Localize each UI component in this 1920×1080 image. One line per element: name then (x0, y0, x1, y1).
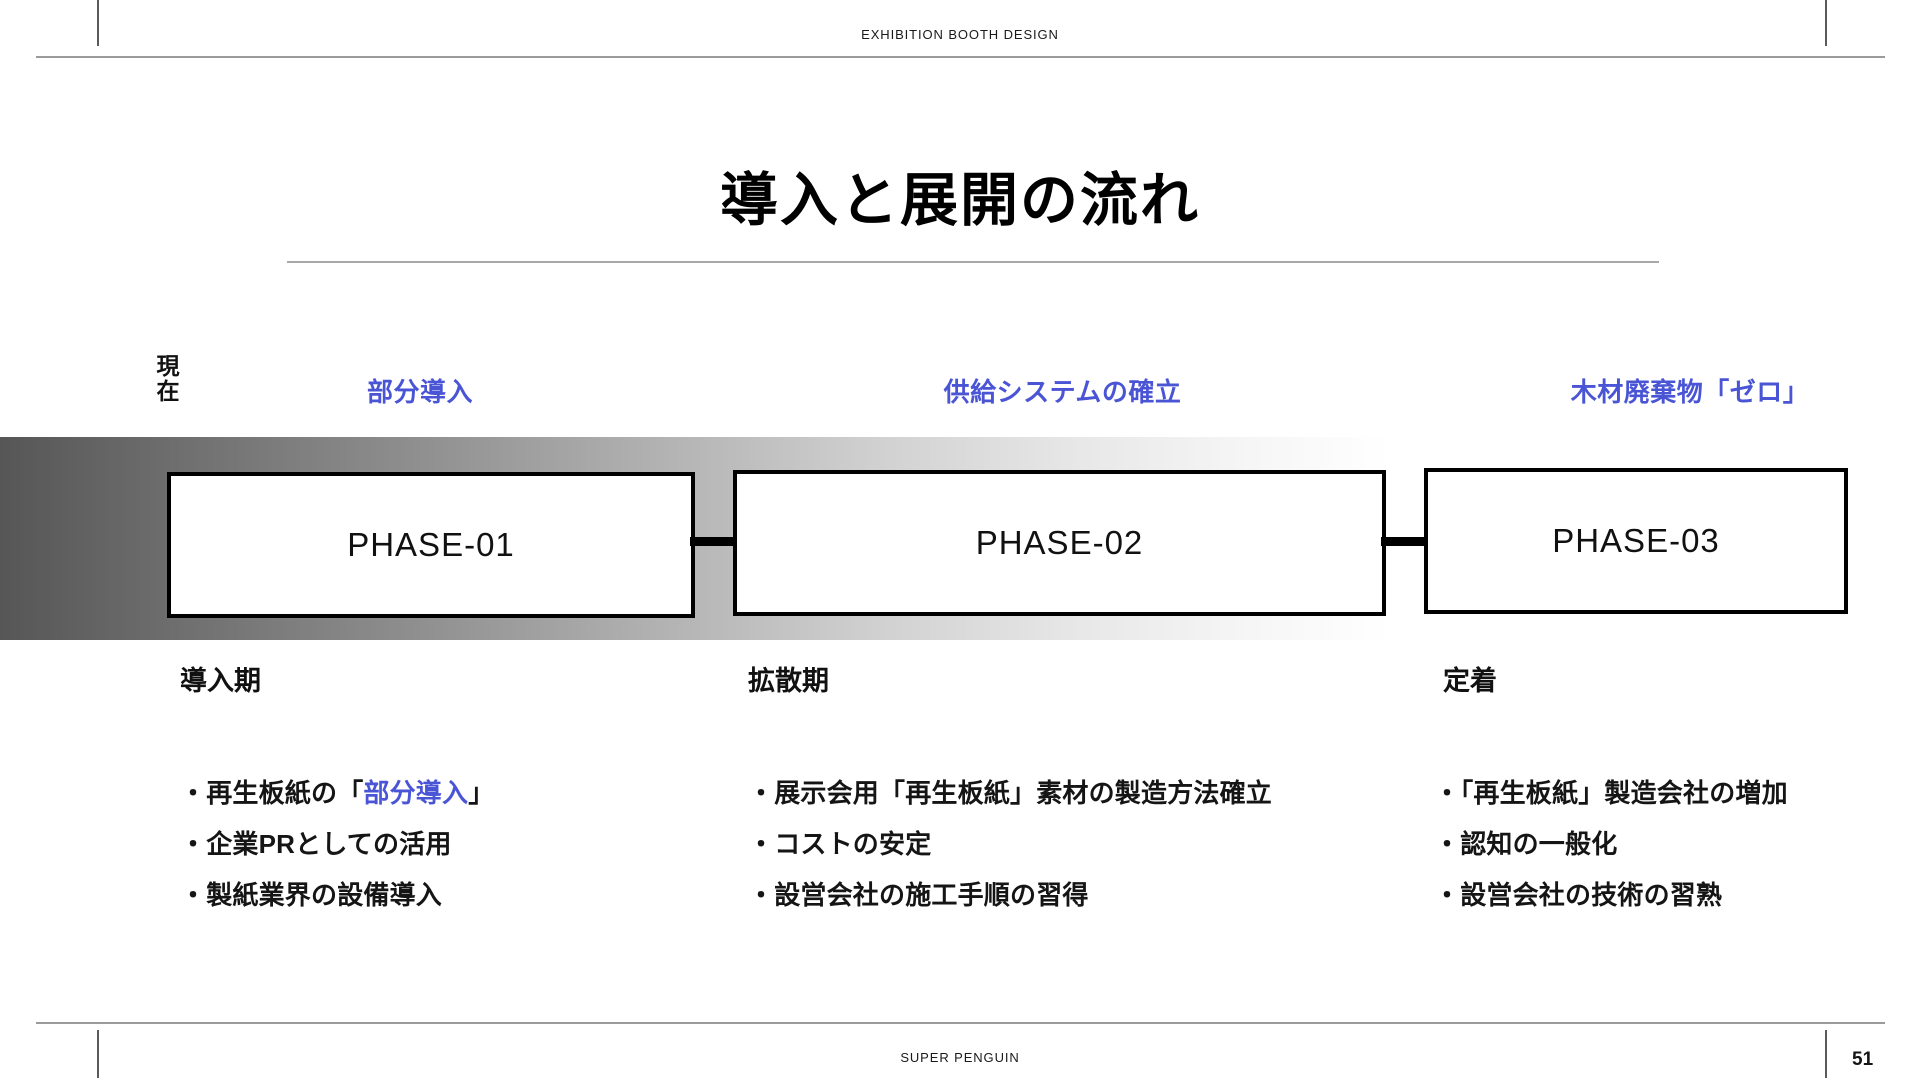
phase-bullet-list-2: ・展示会用「再生板紙」素材の製造方法確立・コストの安定・設営会社の施工手順の習得 (748, 768, 1272, 921)
bullet-highlight-text: 部分導入 (363, 778, 469, 808)
phase-caption-2: 供給システムの確立 (943, 377, 1182, 407)
current-time-marker-char-1: 現 (156, 353, 180, 379)
corner-tick-top-left (97, 0, 99, 46)
title-underline-rule (287, 261, 1659, 263)
bullet-item: ・設営会社の技術の習熟 (1434, 870, 1788, 921)
page-title: 導入と展開の流れ (719, 168, 1200, 233)
phase-connector-2-3 (1381, 537, 1429, 546)
bullet-item: ・認知の一般化 (1434, 819, 1788, 870)
page-number: 51 (1852, 1049, 1874, 1070)
phase-box-3[interactable]: PHASE-03 (1424, 468, 1848, 614)
phase-caption-1: 部分導入 (366, 377, 473, 407)
phase-box-1[interactable]: PHASE-01 (167, 472, 695, 618)
corner-tick-bottom-left (97, 1030, 99, 1078)
phase-heading-2: 拡散期 (748, 666, 829, 696)
bullet-text: ・再生板紙の「 (180, 778, 364, 808)
phase-bullet-list-3: ・「再生板紙」製造会社の増加・認知の一般化・設営会社の技術の習熟 (1434, 768, 1788, 921)
phase-box-2[interactable]: PHASE-02 (733, 470, 1386, 616)
phase-box-label-3: PHASE-03 (1552, 522, 1720, 559)
current-time-marker: 現 在 (152, 354, 184, 404)
bullet-text: ・コストの安定 (748, 829, 932, 859)
bullet-text: ・展示会用「再生板紙」素材の製造方法確立 (748, 778, 1273, 808)
header-divider-rule (36, 56, 1885, 58)
bullet-text-suffix: 」 (468, 778, 495, 808)
bullet-item: ・展示会用「再生板紙」素材の製造方法確立 (748, 768, 1272, 819)
footer-divider-rule (36, 1022, 1885, 1024)
bullet-item: ・製紙業界の設備導入 (180, 870, 494, 921)
header-label: EXHIBITION BOOTH DESIGN (861, 27, 1059, 42)
phase-box-label-1: PHASE-01 (347, 526, 515, 563)
phase-bullet-list-1: ・再生板紙の「部分導入」・企業PRとしての活用・製紙業界の設備導入 (180, 768, 494, 921)
bullet-item: ・設営会社の施工手順の習得 (748, 870, 1272, 921)
bullet-text: ・企業PRとしての活用 (180, 829, 452, 859)
corner-tick-top-right (1825, 0, 1827, 46)
bullet-item: ・再生板紙の「部分導入」 (180, 768, 494, 819)
phase-heading-1: 導入期 (180, 666, 261, 696)
bullet-text: ・設営会社の施工手順の習得 (748, 880, 1089, 910)
phase-connector-1-2 (690, 537, 738, 546)
bullet-text: ・設営会社の技術の習熟 (1434, 880, 1723, 910)
footer-label: SUPER PENGUIN (900, 1050, 1020, 1065)
phase-heading-3: 定着 (1443, 666, 1497, 696)
bullet-item: ・コストの安定 (748, 819, 1272, 870)
phase-caption-3: 木材廃棄物「ゼロ」 (1570, 377, 1810, 407)
phase-box-label-2: PHASE-02 (975, 524, 1144, 561)
bullet-text: ・認知の一般化 (1434, 829, 1618, 859)
bullet-item: ・企業PRとしての活用 (180, 819, 494, 870)
bullet-text: ・「再生板紙」製造会社の増加 (1434, 778, 1788, 808)
bullet-item: ・「再生板紙」製造会社の増加 (1434, 768, 1788, 819)
current-time-marker-char-2: 在 (156, 377, 180, 404)
bullet-text: ・製紙業界の設備導入 (180, 880, 443, 910)
corner-tick-bottom-right (1825, 1030, 1827, 1078)
